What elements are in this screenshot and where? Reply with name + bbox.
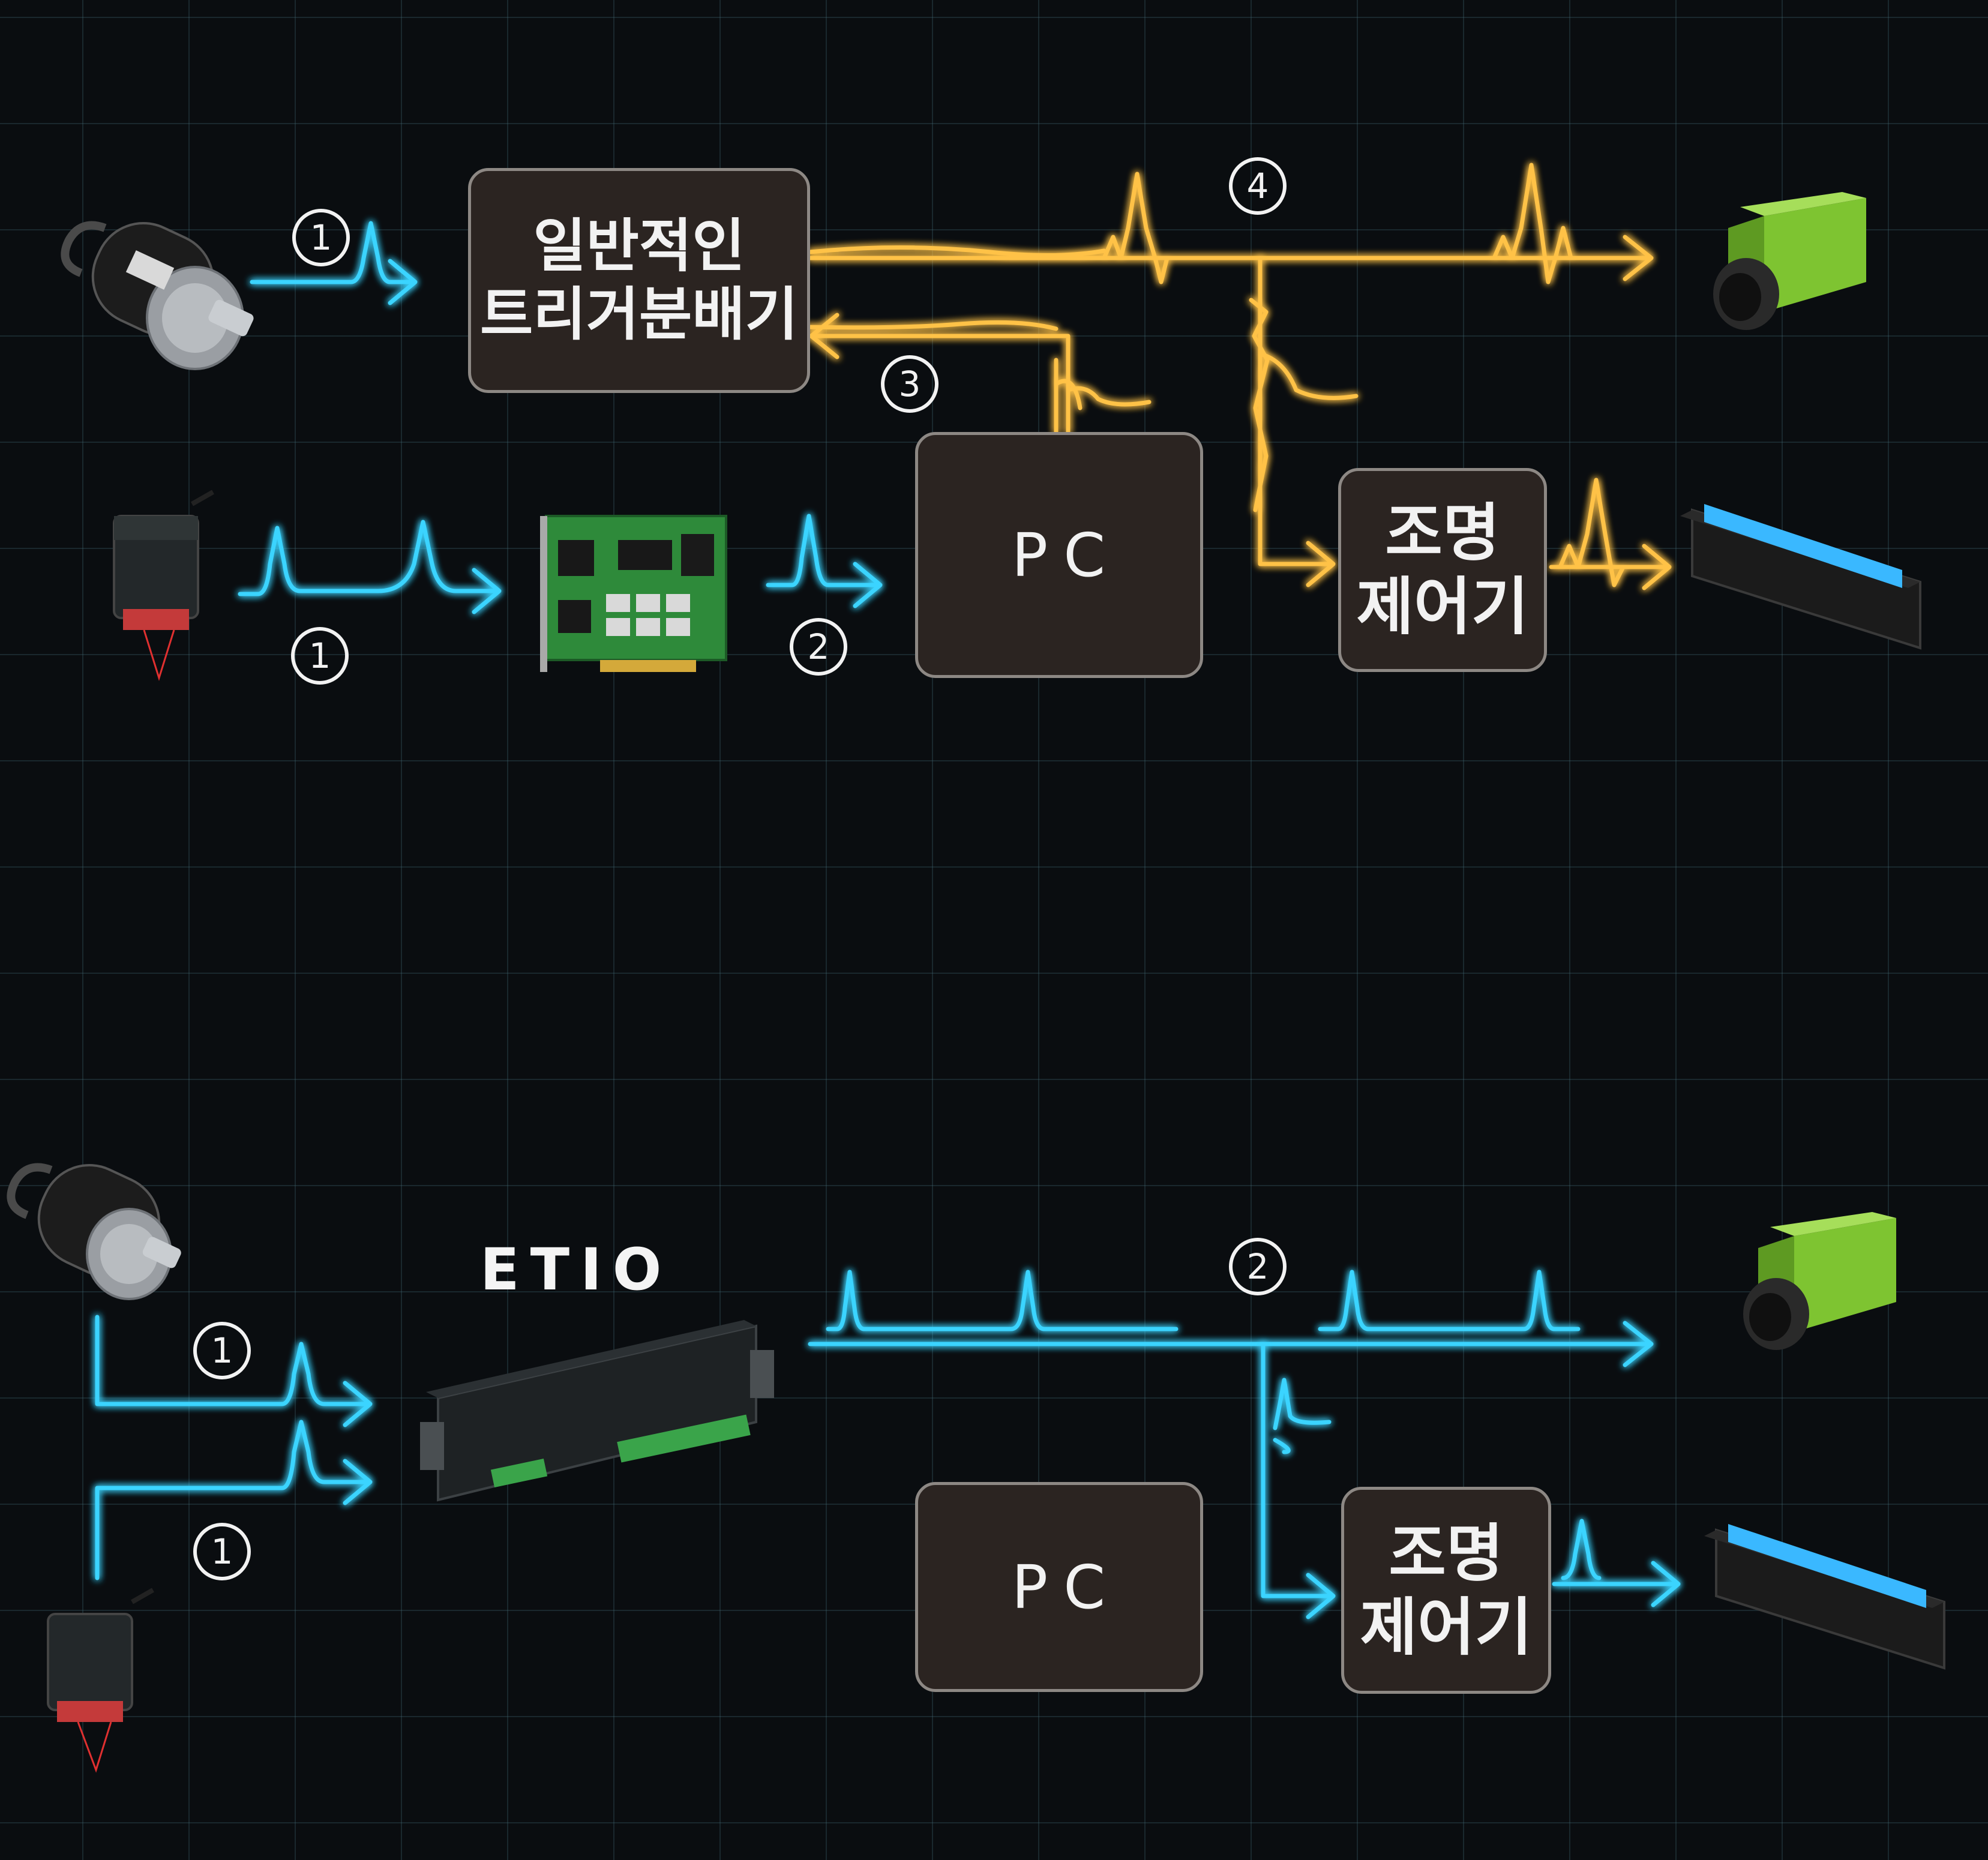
top-encoder-signal <box>250 221 418 305</box>
top-step-3: 3 <box>881 355 938 413</box>
top-board-to-pc-signal <box>766 514 883 608</box>
top-step-4: 4 <box>1229 157 1287 215</box>
top-branch-to-light-signal <box>1249 256 1359 587</box>
bottom-pc-label: PC <box>1011 1552 1122 1622</box>
top-step-2: 2 <box>790 618 847 676</box>
bottom-step-1-sensor: 1 <box>193 1523 251 1580</box>
bottom-light-to-bar-signal <box>1552 1519 1681 1607</box>
bar-light-icon <box>1680 504 1921 650</box>
camera-icon <box>1713 192 1866 330</box>
bottom-light-controller-box: 조명 제어기 <box>1341 1487 1551 1694</box>
top-sensor-signal <box>238 520 502 614</box>
top-distributor-to-camera-signal <box>808 163 1654 284</box>
bottom-branch-to-light-signal <box>1261 1342 1336 1619</box>
distributor-label-line1: 일반적인 <box>533 212 745 280</box>
trigger-distributor-box: 일반적인 트리거분배기 <box>468 168 810 393</box>
top-light-label-line2: 제어기 <box>1356 570 1529 643</box>
bottom-sensor-signal <box>95 1420 373 1580</box>
top-step-1-sensor: 1 <box>291 627 349 685</box>
top-light-controller-box: 조명 제어기 <box>1338 468 1547 672</box>
rotary-encoder-icon <box>7 1163 181 1300</box>
photo-sensor-icon <box>47 1588 154 1773</box>
rotary-encoder-icon <box>61 221 254 370</box>
top-pc-to-distributor-signal <box>805 313 1152 434</box>
bottom-step-1-encoder: 1 <box>193 1322 251 1379</box>
bottom-pc-box: PC <box>915 1482 1203 1692</box>
etio-label: ETIO <box>480 1236 673 1303</box>
bottom-light-label-line2: 제어기 <box>1360 1590 1533 1664</box>
bottom-encoder-signal <box>95 1315 373 1427</box>
bottom-step-2: 2 <box>1229 1238 1287 1295</box>
etio-controller-icon <box>420 1320 774 1502</box>
camera-icon <box>1743 1212 1896 1350</box>
distributor-label-line2: 트리거분배기 <box>480 280 798 348</box>
top-light-to-bar-signal <box>1549 478 1672 590</box>
bottom-etio-to-camera-signal <box>808 1270 1654 1367</box>
photo-sensor-icon <box>113 490 214 682</box>
top-step-1-encoder: 1 <box>292 209 350 266</box>
top-pc-box: PC <box>915 432 1203 678</box>
bar-light-icon <box>1704 1524 1945 1670</box>
top-light-label-line1: 조명 <box>1385 496 1500 570</box>
top-pc-label: PC <box>1011 520 1122 590</box>
bottom-light-label-line1: 조명 <box>1389 1516 1504 1590</box>
io-board-icon <box>540 515 727 672</box>
